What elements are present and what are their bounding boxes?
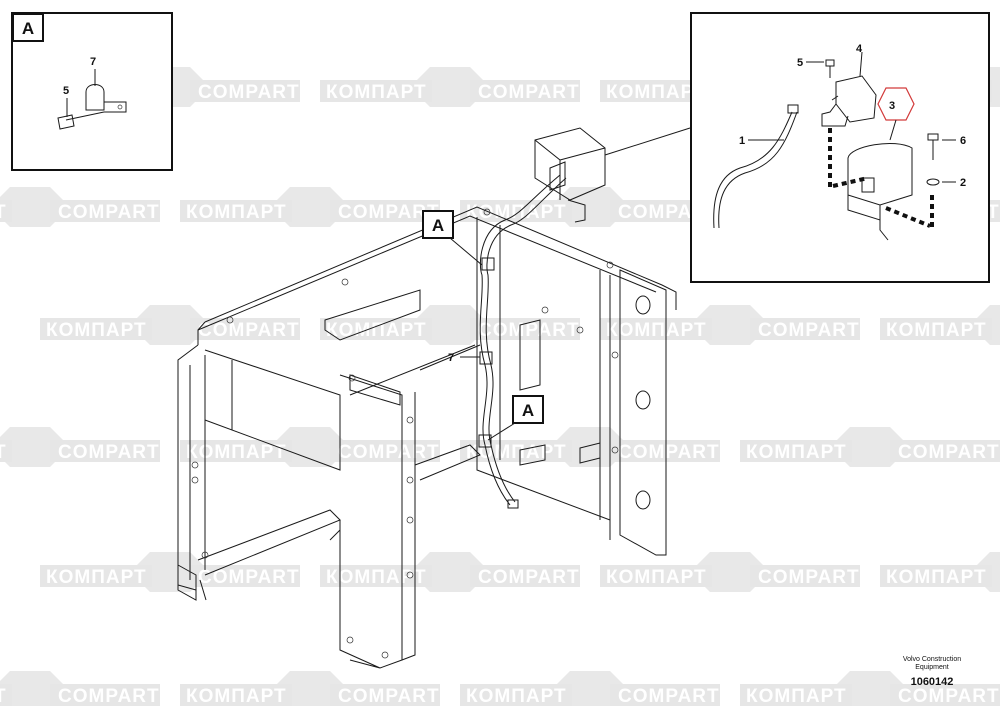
svg-text:1: 1 [739, 135, 745, 147]
watermark-tile: КОМПАРТ COMPART [180, 427, 440, 467]
watermark-text-right: COMPART [198, 567, 300, 588]
view-marker-top: A [422, 210, 483, 266]
svg-text:A: A [22, 19, 34, 38]
watermark-text-right: COMPART [198, 320, 300, 341]
watermark-text-left: КОМПАРТ [186, 686, 287, 706]
watermark-text-right: COMPART [758, 320, 860, 341]
watermark-text-right: COMPART [58, 202, 160, 223]
svg-text:6: 6 [960, 135, 966, 147]
watermark-text-left: КОМПАРТ [746, 442, 847, 463]
svg-text:7: 7 [90, 56, 96, 68]
watermark-text-left: КОМПАРТ [326, 320, 427, 341]
watermark-text-right: COMPART [478, 320, 580, 341]
watermark-tile: КОМПАРТ COMPART [460, 671, 720, 706]
watermark-text-left: КОМПАРТ [886, 567, 987, 588]
watermark-text-right: COMPART [618, 686, 720, 706]
watermark-tile: КОМПАРТ COMPART [40, 305, 300, 345]
watermark-text-left: КОМПАРТ [0, 202, 7, 223]
svg-text:4: 4 [856, 43, 863, 55]
watermark-text-left: КОМПАРТ [466, 202, 567, 223]
watermark-text-left: КОМПАРТ [46, 567, 147, 588]
watermark-tile: КОМПАРТ COMPART [40, 552, 300, 592]
watermark-text-right: COMPART [338, 202, 440, 223]
watermark-text-left: КОМПАРТ [466, 686, 567, 706]
svg-text:5: 5 [797, 57, 803, 69]
brand-line-2: Equipment [915, 664, 949, 671]
svg-text:A: A [432, 216, 444, 235]
watermark-text-left: КОМПАРТ [466, 442, 567, 463]
cab-frame-drawing [177, 127, 691, 669]
svg-text:5: 5 [63, 85, 69, 97]
watermark-text-left: КОМПАРТ [186, 442, 287, 463]
watermark-text-right: COMPART [338, 442, 440, 463]
watermark-text-left: КОМПАРТ [0, 442, 7, 463]
watermark-text-right: COMPART [198, 82, 300, 103]
watermark-tile: КОМПАРТ COMPART [180, 671, 440, 706]
watermark-text-left: КОМПАРТ [46, 320, 147, 341]
watermark-text-right: COMPART [898, 442, 1000, 463]
footer: Volvo Construction Equipment 1060142 [886, 656, 978, 688]
watermark-text-left: КОМПАРТ [606, 320, 707, 341]
watermark-text-right: COMPART [58, 686, 160, 706]
watermark-text-right: COMPART [478, 82, 580, 103]
brand-line-1: Volvo Construction [902, 656, 962, 663]
watermark-text-left: КОМПАРТ [326, 567, 427, 588]
watermark-text-left: КОМПАРТ [746, 686, 847, 706]
watermark-text-left: КОМПАРТ [606, 567, 707, 588]
watermark-tile: КОМПАРТ COMPART [320, 67, 580, 107]
svg-text:7: 7 [448, 352, 454, 364]
detail-a-panel: A 7 5 [11, 12, 173, 171]
watermark-text-right: COMPART [338, 686, 440, 706]
watermark-tile: КОМПАРТ COMPART [600, 305, 860, 345]
detail-lamp-panel: 5 4 3 1 6 2 [690, 12, 990, 283]
watermark-tile: КОМПАРТ COMPART [0, 427, 160, 467]
watermark-tile: КОМПАРТ COMPART [740, 427, 1000, 467]
watermark-text-left: КОМПАРТ [886, 320, 987, 341]
watermark-tile: КОМПАРТ COMPART [180, 187, 440, 227]
watermark-text-left: КОМПАРТ [326, 82, 427, 103]
watermark-text-left: КОМПАРТ [606, 82, 707, 103]
watermark-text-right: COMPART [478, 567, 580, 588]
watermark-text-left: КОМПАРТ [0, 686, 7, 706]
watermark-text-right: COMPART [898, 686, 1000, 706]
watermark-layer: КОМПАРТ COMPART КОМПАРТ COMPART КОМПАРТ COMPA… [0, 67, 1000, 706]
svg-text:2: 2 [960, 177, 966, 189]
watermark-text-right: COMPART [618, 442, 720, 463]
watermark-tile: КОМПАРТ COMPART [600, 552, 860, 592]
callout-7-main: 7 [448, 352, 480, 364]
watermark-text-right: COMPART [758, 567, 860, 588]
watermark-text-right: COMPART [58, 442, 160, 463]
watermark-tile: КОМПАРТ COMPART [320, 305, 580, 345]
watermark-text-left: КОМПАРТ [186, 202, 287, 223]
svg-text:A: A [522, 401, 534, 420]
watermark-tile: КОМПАРТ COMPART [0, 187, 160, 227]
watermark-tile: КОМПАРТ COMPART [740, 671, 1000, 706]
document-number: 1060142 [910, 676, 954, 688]
view-marker-bottom: A [487, 395, 544, 441]
watermark-tile: КОМПАРТ COMPART [0, 671, 160, 706]
svg-text:3: 3 [889, 100, 895, 112]
watermark-tile: КОМПАРТ COMPART [320, 552, 580, 592]
